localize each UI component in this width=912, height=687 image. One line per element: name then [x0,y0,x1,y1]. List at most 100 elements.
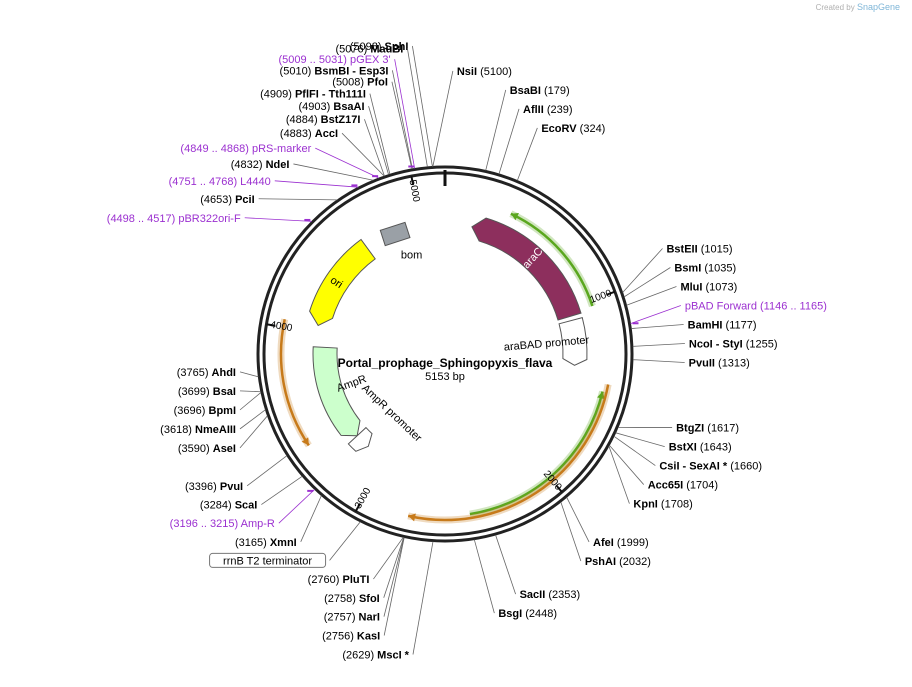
label-leader-line [258,198,338,201]
site-label-acc65i: Acc65I (1704) [648,480,718,492]
site-label-ecorv: EcoRV (324) [541,123,605,135]
label-leader-line [329,521,361,561]
label-leader-line [609,445,645,485]
site-label-afei: AfeI (1999) [593,537,649,549]
label-leader-line [560,501,582,562]
primer-label-5009-5031-pgex-3: (5009 .. 5031) pGEX 3' [278,54,390,66]
label-leader-line [473,539,495,614]
label-layer: (5098) SphI(5076) MauBI(5010) BsmBI - Es… [107,41,827,662]
orf-arrowhead [301,437,309,446]
label-leader-line [239,371,259,378]
site-label-bsabi: BsaBI (179) [510,85,570,97]
site-label-kasi: (2756) KasI [322,631,380,643]
label-leader-line [632,359,685,363]
label-leader-line [622,248,663,293]
site-label-ahdi: (3765) AhdI [177,367,236,379]
site-label-csii-sexai: CsiI - SexAI * (1660) [659,461,762,473]
site-label-nsii: NsiI (5100) [457,66,512,78]
label-leader-line [630,305,681,324]
site-label-bsmi: BsmI (1035) [674,263,736,275]
tick-mark [555,484,563,493]
site-label-bsmbi-esp3i: (5010) BsmBI - Esp3I [280,65,389,77]
label-leader-line [566,497,590,543]
site-label-bsaai: (4903) BsaAI [299,101,365,113]
tick-mark [606,290,616,296]
orf-arc [279,318,310,447]
site-label-mlui: MluI (1073) [680,282,737,294]
orf-arc [407,384,610,522]
tick-mark [354,503,361,512]
snapgene-logo: SnapGene [856,2,900,12]
site-label-sfoi: (2758) SfoI [324,593,380,605]
label-leader-line [373,537,404,580]
label-leader-line [383,537,405,636]
bom-label: bom [401,249,422,261]
label-leader-line [341,132,385,177]
site-label-asei: (3590) AseI [178,443,236,455]
site-label-bsgi: BsgI (2448) [498,608,557,620]
snapgene-credit: Created by SnapGene [816,2,900,12]
label-leader-line [239,409,266,430]
site-label-acci: (4883) AccI [280,128,338,140]
plasmid-size: 5153 bp [425,371,465,383]
label-leader-line [315,147,379,179]
backbone-outer-ring [256,165,634,543]
label-leader-line [239,392,262,411]
label-leader-line [626,286,677,306]
label-leader-line [516,127,538,181]
site-label-btgzi: BtgZI (1617) [676,423,739,435]
site-label-scai: (3284) ScaI [200,500,258,512]
orf-arc [469,391,604,516]
label-leader-line [608,445,630,504]
site-label-bstxi: BstXI (1643) [669,442,732,454]
site-label-bsteii: BstEII (1015) [666,244,732,256]
site-label-pvui: (3396) PvuI [185,481,243,493]
site-label-bamhi: BamHI (1177) [688,320,757,332]
label-leader-line [615,432,665,447]
label-leader-line [623,267,671,298]
bom-feature [379,221,411,247]
arac-feature [471,217,582,321]
label-leader-line [432,70,454,167]
plasmid-backbone [256,165,634,543]
ori-feature [309,238,376,327]
tick-label: 5000 [407,179,422,203]
label-leader-line [485,89,507,171]
label-leader-line [498,108,520,175]
tick-label: 3000 [353,486,374,511]
primer-label-4751-4768-l4440: (4751 .. 4768) L4440 [169,176,271,188]
orf-glow [277,318,312,448]
tick-label: 1000 [589,288,614,306]
label-leader-line [631,324,684,329]
site-label-ncoi-styi: NcoI - StyI (1255) [689,339,778,351]
primer-label-3196-3215-amp-r: (3196 .. 3215) Amp-R [170,518,275,530]
label-leader-line [244,217,312,222]
site-label-pvuii: PvuII (1313) [689,358,750,370]
primer-label-pbad-forward-1146-1165: pBAD Forward (1146 .. 1165) [685,301,827,313]
label-leader-line [369,93,391,175]
site-label-pcii: (4653) PciI [200,194,254,206]
label-leader-line [613,436,656,466]
credit-prefix: Created by [815,3,855,12]
site-label-nmeaiii: (3618) NmeAIII [160,424,236,436]
site-label-xmni: (3165) XmnI [235,537,297,549]
tick-mark [410,175,415,186]
site-label-maubi: (5076) MauBI [336,43,404,55]
label-leader-line [278,489,315,524]
label-leader-line [274,180,359,188]
orf-layer [277,210,612,524]
site-label-msci: (2629) MscI * [342,650,409,662]
tick-label: 4000 [269,320,293,335]
label-leader-line [300,495,322,542]
label-leader-line [412,45,433,167]
label-leader-line [391,81,413,170]
tick-mark [266,323,276,327]
primer-label-4498-4517-pbr322ori-f: (4498 .. 4517) pBR322ori-F [107,213,241,225]
site-label-ndei: (4832) NdeI [231,159,290,171]
label-leader-line [412,541,434,655]
label-leader-line [394,59,416,169]
site-label-nari: (2757) NarI [324,612,380,624]
site-label-kpni: KpnI (1708) [633,499,692,511]
